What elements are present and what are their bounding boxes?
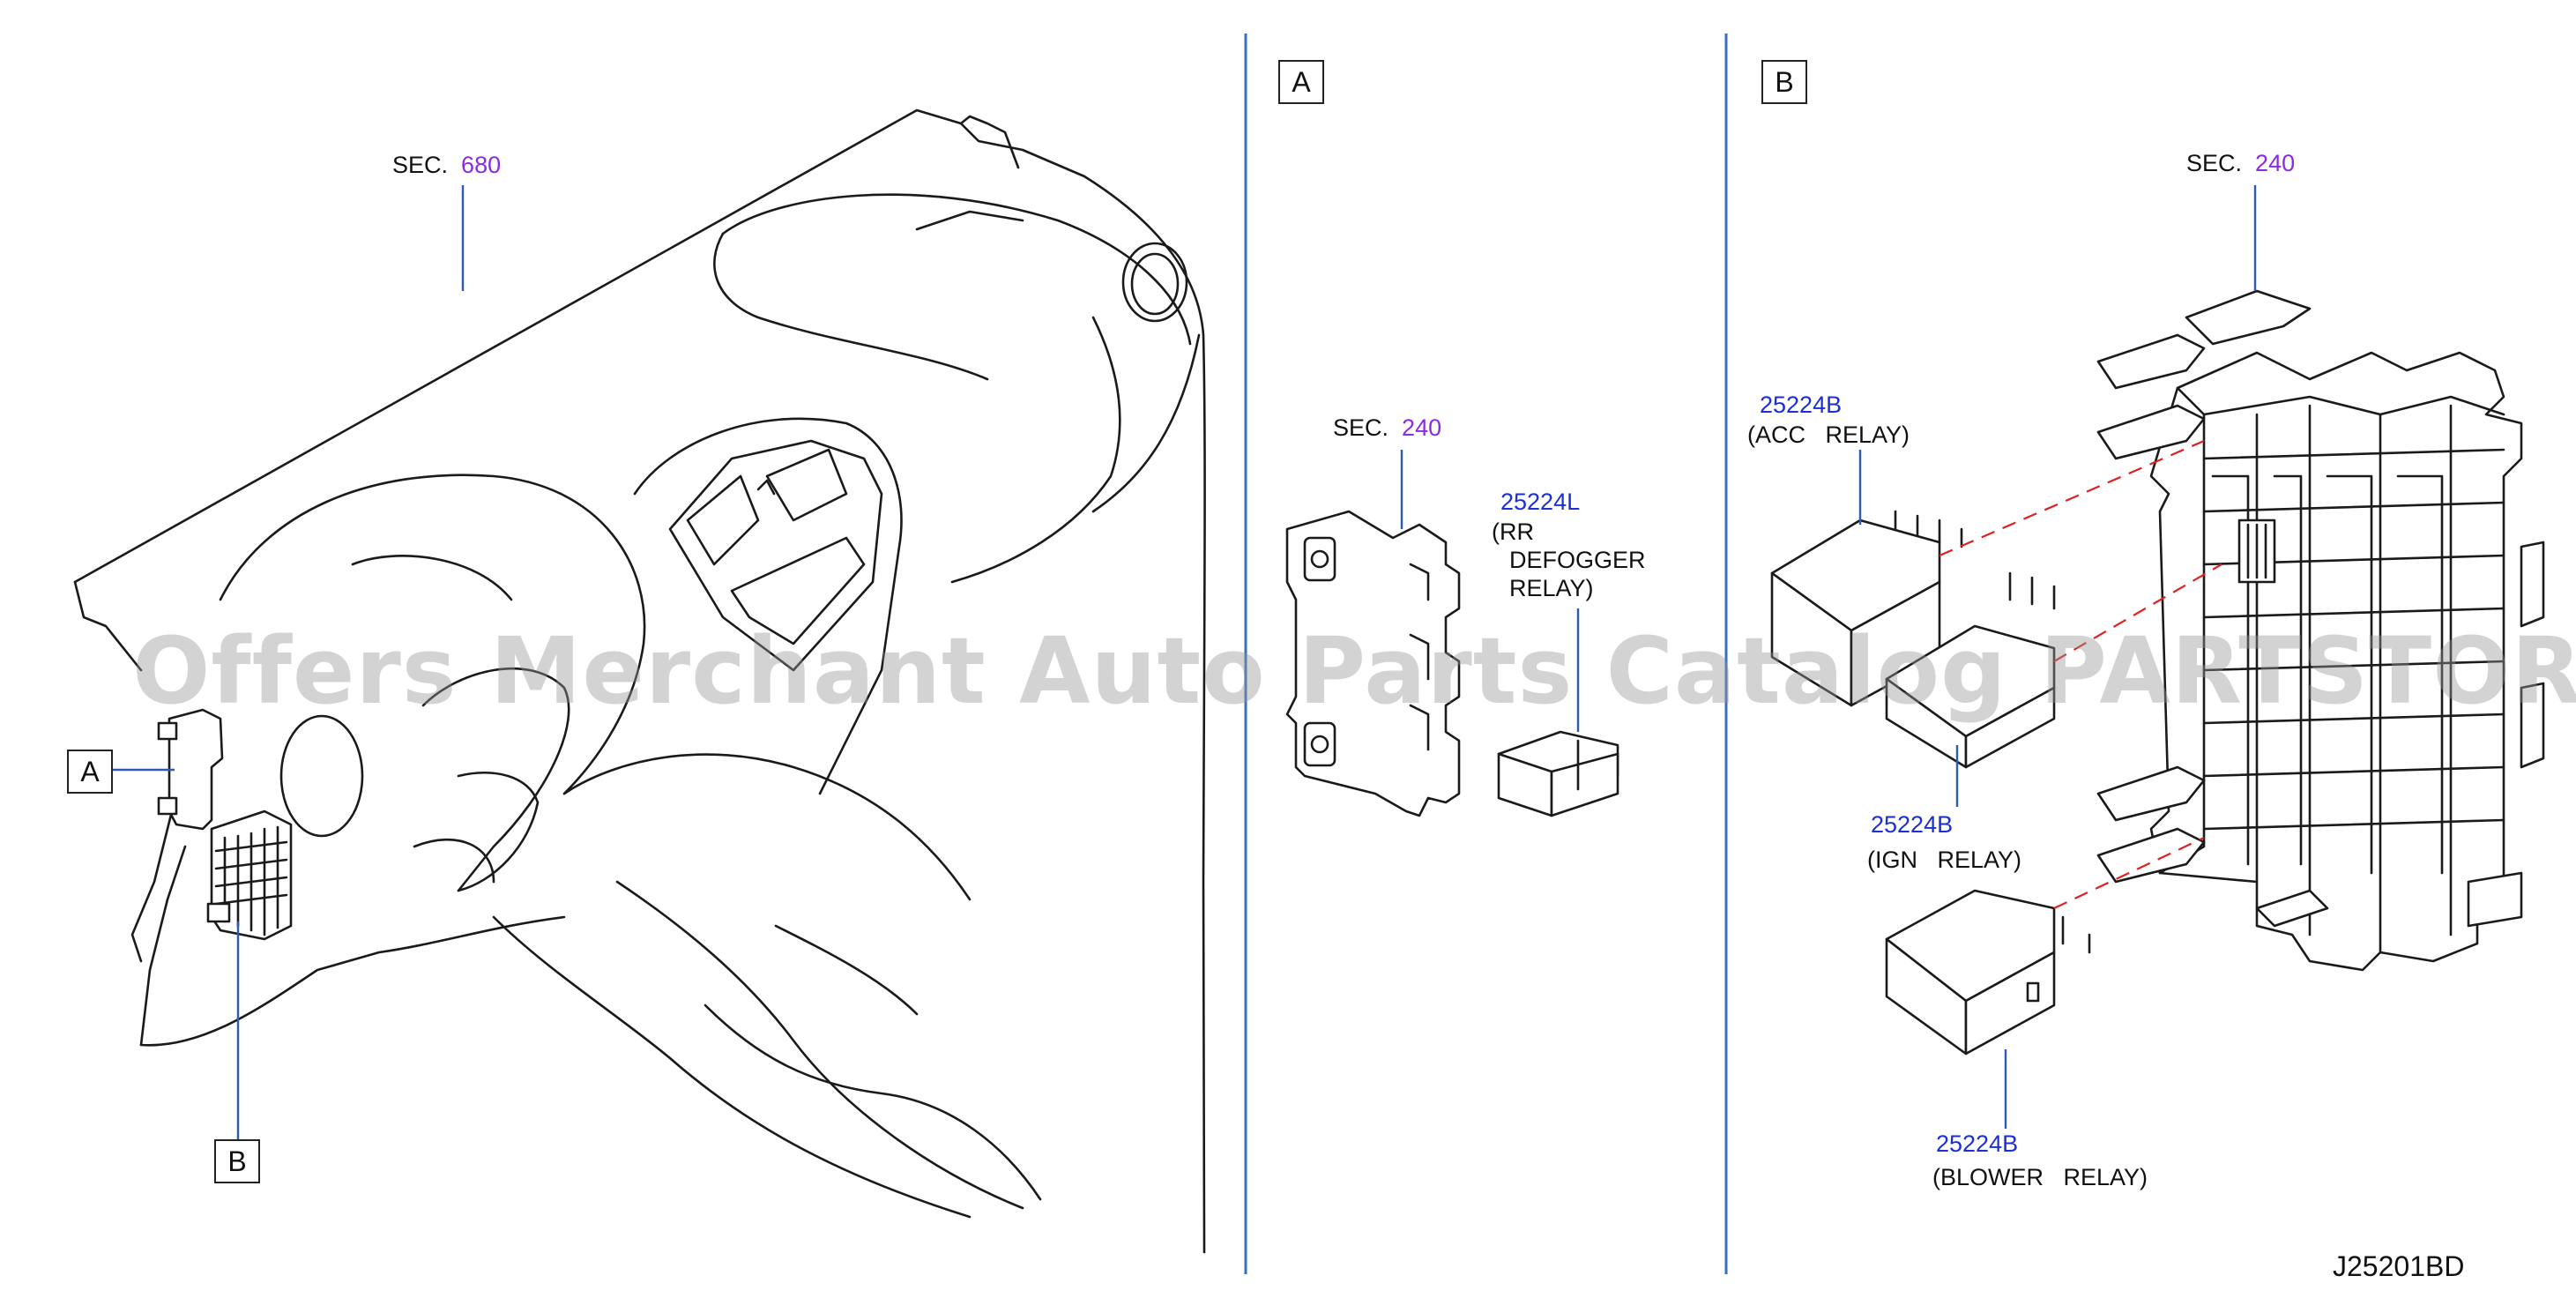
- blower-relay-drawing: [1885, 889, 2091, 1056]
- sec-word: SEC.: [1333, 414, 1389, 441]
- part-name-acc: (ACC RELAY): [1747, 422, 1910, 448]
- part-number-acc: 25224B: [1760, 392, 1843, 418]
- panel-tag-b: B: [1761, 60, 1807, 104]
- part-number-rr-defogger: 25224L: [1500, 489, 1581, 515]
- sec-number: 240: [1402, 414, 1442, 441]
- part-name-rr-1: (RR: [1492, 518, 1534, 545]
- sec-word: SEC.: [392, 152, 449, 178]
- part-name-rr-3: RELAY): [1509, 575, 1594, 601]
- part-name-rr-2: DEFOGGER: [1509, 547, 1646, 573]
- diagram-code: J25201BD: [2333, 1250, 2465, 1282]
- bracket-drawing: [1285, 510, 1461, 817]
- callout-box-a: A: [67, 750, 113, 794]
- ign-relay-drawing: [1885, 571, 2056, 769]
- rr-defogger-relay-drawing: [1497, 730, 1619, 817]
- part-number-blower: 25224B: [1936, 1130, 2019, 1157]
- label-sec-240-a: SEC. 240: [1333, 414, 1441, 441]
- label-sec-240-b: SEC. 240: [2186, 150, 2295, 176]
- sec-number: 680: [461, 152, 502, 178]
- guide-blower: [2053, 837, 2205, 909]
- label-sec-680: SEC. 680: [392, 152, 501, 178]
- guide-ign: [2053, 563, 2222, 662]
- fuse-block-drawing: [2096, 289, 2545, 972]
- guide-acc: [1939, 439, 2205, 557]
- sec-number: 240: [2255, 150, 2296, 176]
- watermark: Offers Merchant Auto Parts Catalog PARTS…: [132, 617, 2576, 725]
- part-name-ign: (IGN RELAY): [1867, 847, 2022, 873]
- dashboard-drawing: [73, 108, 1206, 1254]
- part-number-ign: 25224B: [1871, 811, 1954, 838]
- callout-box-b: B: [214, 1139, 260, 1183]
- sec-word: SEC.: [2186, 150, 2243, 176]
- part-name-blower: (BLOWER RELAY): [1932, 1164, 2148, 1190]
- panel-tag-a: A: [1278, 60, 1324, 104]
